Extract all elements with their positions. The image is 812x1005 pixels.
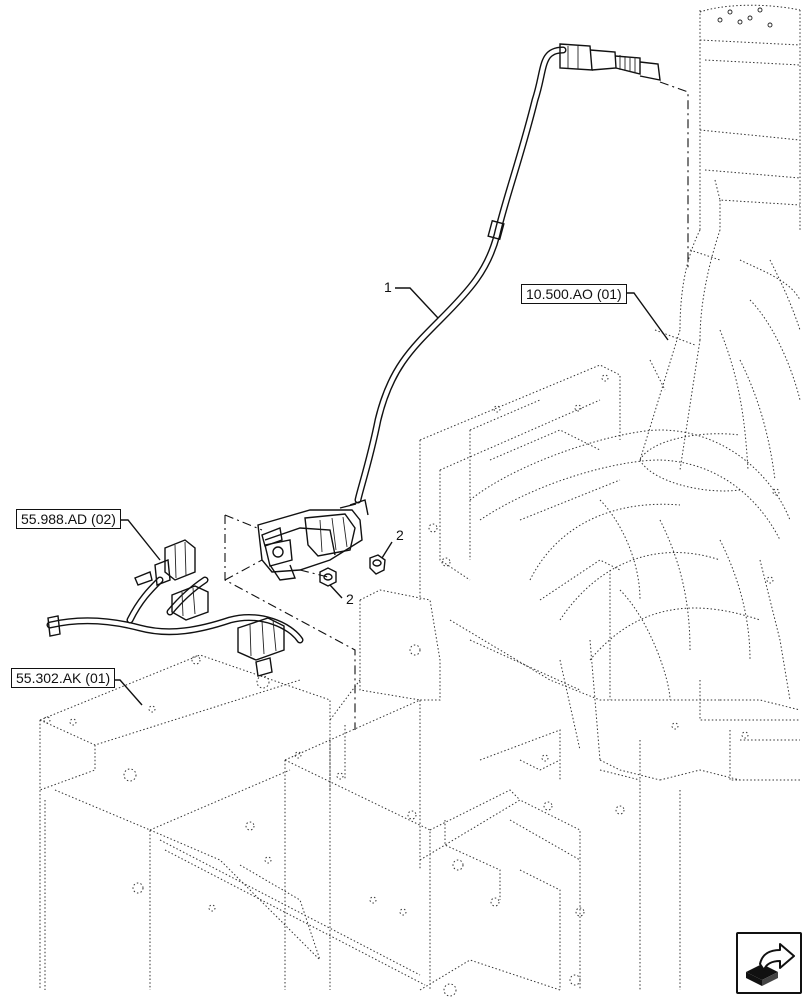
arrow-box-icon bbox=[746, 943, 795, 986]
connector-lower bbox=[237, 617, 285, 677]
nox-sensor-cable bbox=[354, 46, 567, 504]
next-page-button[interactable] bbox=[736, 932, 802, 994]
ref-label-exhaust[interactable]: 10.500.AO (01) bbox=[521, 284, 627, 304]
nut-part-2-lower bbox=[319, 567, 337, 587]
callout-nut-upper: 2 bbox=[396, 527, 404, 543]
ref-label-harness-lower[interactable]: 55.302.AK (01) bbox=[11, 668, 116, 688]
ref-label-harness-upper[interactable]: 55.988.AD (02) bbox=[16, 509, 121, 529]
nox-sensor-module bbox=[257, 499, 369, 581]
nox-sensor-probe bbox=[559, 43, 661, 81]
callout-nut-lower: 2 bbox=[346, 591, 354, 607]
connector-middle bbox=[171, 585, 209, 621]
chassis-frame bbox=[39, 4, 801, 997]
exhaust-pipe bbox=[717, 7, 773, 28]
assembly-lines bbox=[224, 81, 689, 730]
connector-upper bbox=[134, 539, 196, 586]
leader-lines bbox=[112, 287, 669, 706]
nut-part-2-upper bbox=[369, 554, 386, 575]
callout-sensor: 1 bbox=[384, 279, 392, 295]
